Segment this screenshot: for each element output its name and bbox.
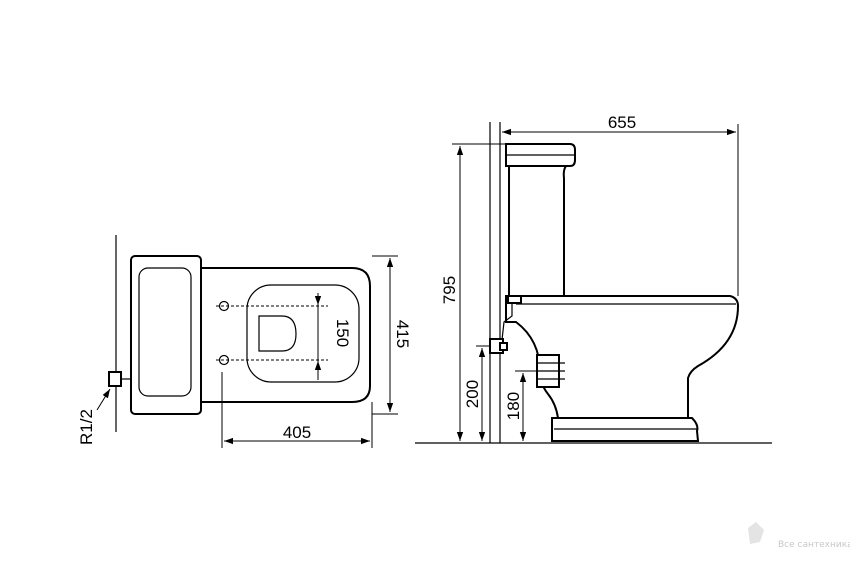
supply-nut <box>499 342 508 351</box>
inlet-leader <box>96 388 111 411</box>
inlet-thread-label: R1/2 <box>77 409 96 445</box>
tank-top-outline <box>130 255 202 415</box>
height-label: 795 <box>440 276 459 304</box>
watermark-text: Все сантехника <box>778 540 850 550</box>
flush-valve <box>507 295 522 304</box>
cistern-body <box>508 165 568 297</box>
inlet-height-label: 200 <box>463 380 482 408</box>
watermark-logo-icon <box>748 522 764 544</box>
seat-outline <box>246 284 360 383</box>
watermark: Все сантехника <box>748 522 850 550</box>
supply-hose <box>501 303 513 341</box>
side-view: 655 795 200 180 <box>415 113 772 444</box>
hole-spacing-label: 150 <box>333 319 352 347</box>
bowl-top-outline <box>201 267 371 403</box>
outlet-height-label: 180 <box>504 392 523 420</box>
bowl-opening <box>258 315 297 352</box>
width-label: 405 <box>283 423 311 442</box>
tank-lid-inner <box>138 267 192 397</box>
length-label: 655 <box>608 113 636 132</box>
depth-label: 415 <box>393 320 412 348</box>
top-view: R1/2 150 415 405 <box>77 235 412 448</box>
inlet-pipe <box>108 371 122 387</box>
